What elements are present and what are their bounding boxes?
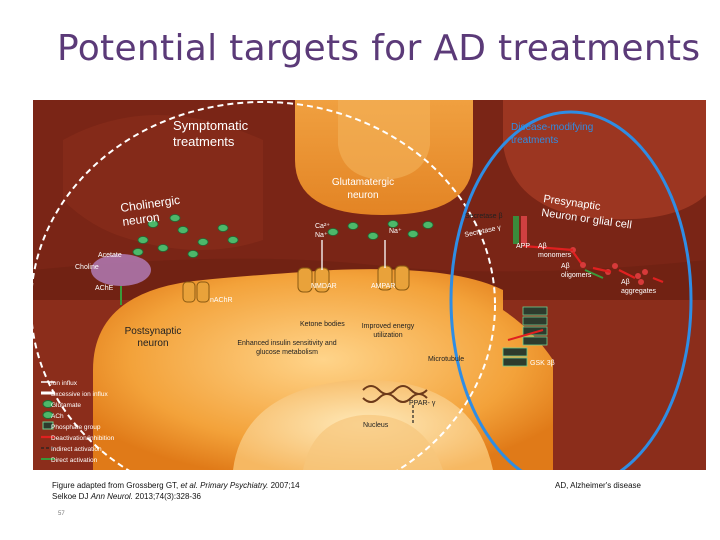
gsk-label: GSK 3β	[530, 360, 555, 367]
ca-na-label: Ca²⁺Na⁺	[315, 223, 330, 239]
disease-modifying-treatments-ellipse	[449, 110, 693, 470]
microtubule-label: Microtubule	[428, 356, 464, 363]
app-protein	[513, 216, 527, 244]
secretase-b-label: Secretase β	[465, 213, 503, 220]
caption-year1: 2007;14	[268, 481, 300, 490]
gsk-arrow	[507, 329, 544, 341]
caption-year2: 2013;74(3):328-36	[132, 492, 201, 501]
nmdar-receptor	[297, 267, 330, 293]
choline-label: Choline	[75, 264, 99, 271]
abbreviation-note: AD, Alzheimer's disease	[555, 481, 642, 490]
presynaptic-glial-terminal	[503, 100, 706, 220]
nachr-receptor	[182, 281, 210, 303]
legend-item-4: Phosphate group	[51, 424, 101, 431]
legend-item-5: Deactivation/inhibition	[51, 435, 115, 442]
ampar-label: AMPAR	[371, 283, 395, 290]
legend-item-1: Excessive ion influx	[51, 391, 108, 398]
ache-enzyme	[91, 254, 151, 286]
nmdar-label: NMDAR	[311, 283, 337, 290]
app-label: APP	[516, 243, 530, 250]
caption-journal1: et al. Primary Psychiatry.	[180, 481, 269, 490]
figure-caption: Figure adapted from Grossberg GT, et al.…	[52, 480, 300, 502]
caption-journal2: Ann Neurol.	[90, 492, 133, 501]
slide-title: Potential targets for AD treatments	[57, 28, 701, 69]
page-number: 57	[58, 511, 65, 517]
legend-item-3: ACh	[51, 413, 64, 420]
ppar-label: PPAR- γ	[409, 400, 436, 407]
caption-ref1: Figure adapted from Grossberg GT,	[52, 481, 181, 490]
legend-item-6: Indirect activation	[51, 446, 102, 453]
caption-ref2: Selkoe DJ	[52, 492, 91, 501]
nachr-label: nAChR	[210, 297, 233, 304]
acetate-label: Acetate	[98, 252, 122, 259]
legend-item-7: Direct activation	[51, 457, 98, 464]
dna-helix	[362, 385, 428, 395]
nucleus-label: Nucleus	[363, 422, 389, 429]
amyloid-aggregates	[570, 247, 648, 285]
microtubule-stack	[502, 306, 548, 367]
ketone-label: Ketone bodies	[300, 321, 345, 328]
inhibition-arrows	[522, 244, 664, 284]
cholinergic-neuron-terminal	[63, 115, 263, 250]
neurotransmitter-molecules	[132, 214, 434, 258]
ion-influx-arrows	[321, 240, 386, 270]
legend-item-2: Glutamate	[51, 402, 81, 409]
legend-swatches	[41, 381, 55, 460]
direct-activation-arrows	[120, 269, 604, 305]
na-label: Na⁺	[389, 228, 402, 235]
ache-label: AChE	[95, 285, 114, 292]
legend-item-0: Ion influx	[51, 380, 78, 387]
symptomatic-treatments-ellipse	[33, 101, 496, 470]
